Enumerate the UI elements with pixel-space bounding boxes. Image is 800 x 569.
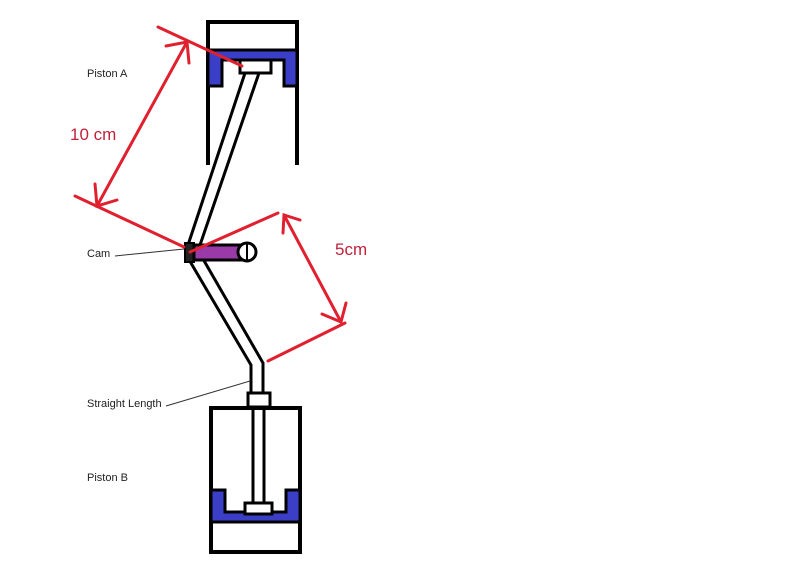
piston-a-pin [238,58,273,75]
piston-b-body [209,488,302,524]
lower-rod [186,251,265,395]
label-piston-a: Piston A [87,68,128,80]
upper-rod [186,72,261,246]
label-straight-length: Straight Length [87,398,162,410]
dimension-10cm [73,25,244,249]
cam-leader [114,248,185,257]
dimension-5cm [188,211,348,363]
cylinder-b [209,406,302,554]
straight-length-leader [165,380,251,407]
piston-b-pin [243,501,274,516]
dimension-label-10cm: 10 cm [70,125,117,144]
label-cam: Cam [87,248,111,260]
cylinder-a [206,20,299,165]
piston-b-rod-cap [246,391,272,409]
piston-b-rod [251,407,266,505]
label-piston-b: Piston B [87,472,128,484]
dimension-label-5cm: 5cm [335,240,368,259]
